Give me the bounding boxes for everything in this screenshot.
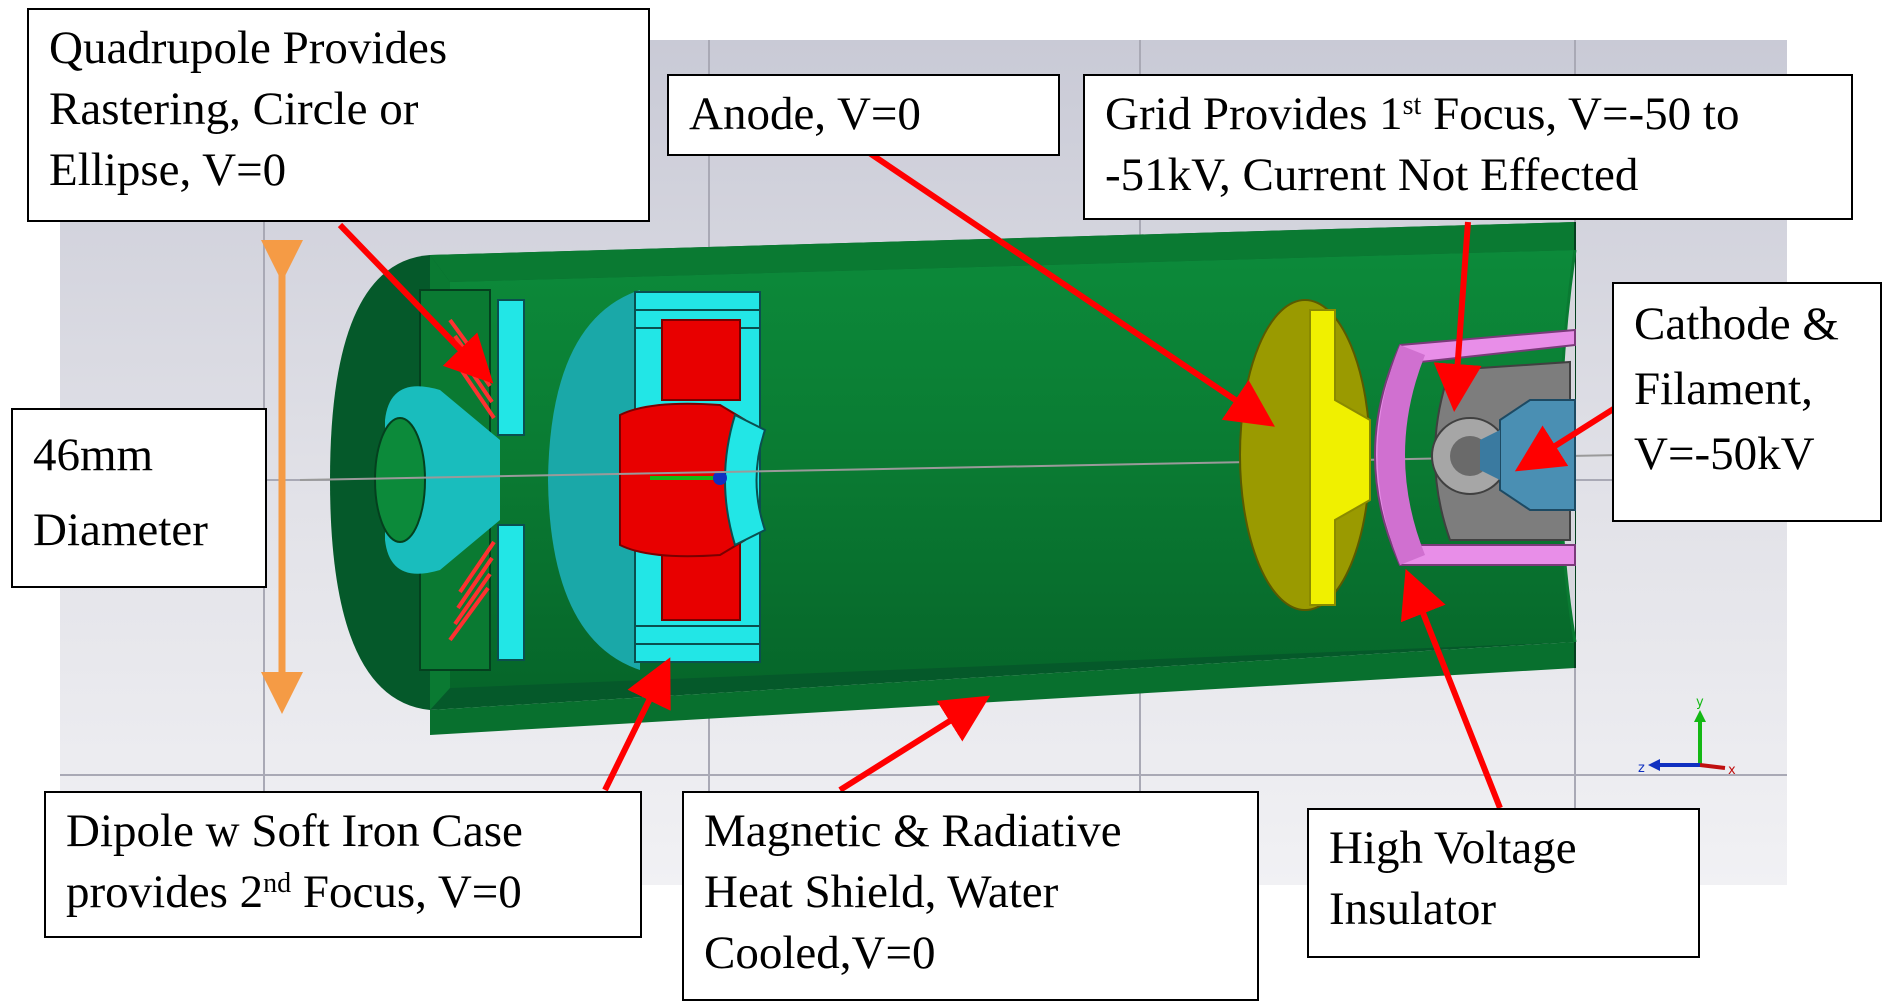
shield-arrow <box>838 695 991 793</box>
axis-y-label: y <box>1696 695 1704 710</box>
cathode-label-line3: V=-50kV <box>1634 427 1815 480</box>
dipole-assembly <box>548 290 767 670</box>
cathode-label-line2: Filament, <box>1634 362 1813 415</box>
grid-label: Grid Provides 1st Focus, V=-50 to -51kV,… <box>1083 74 1853 220</box>
insulator-label-line2: Insulator <box>1329 883 1497 936</box>
insulator-label-line1: High Voltage <box>1329 822 1577 874</box>
dipole-arrow <box>602 657 671 792</box>
anode-label-text: Anode, V=0 <box>689 88 921 140</box>
shield-label-line2: Heat Shield, Water <box>704 866 1059 919</box>
shield-label-line1: Magnetic & Radiative <box>704 805 1122 857</box>
grid-label-superscript: st <box>1402 90 1422 121</box>
axis-z-label: z <box>1638 761 1645 776</box>
hv-insulator <box>1374 328 1576 566</box>
axes-gizmo: y z x <box>1638 695 1736 778</box>
quadrupole-yoke <box>497 299 525 661</box>
dipole-label-line2: provides 2nd Focus, V=0 <box>66 862 620 923</box>
dipole-label-line1: Dipole w Soft Iron Case <box>66 805 523 857</box>
diameter-label-line1: 46mm <box>33 429 154 481</box>
diameter-label-line2: Diameter <box>33 504 208 557</box>
shield-label: Magnetic & Radiative Heat Shield, Water … <box>682 791 1259 1001</box>
dipole-label: Dipole w Soft Iron Case provides 2nd Foc… <box>44 791 642 938</box>
quadrupole-label-line2: Rastering, Circle or <box>49 83 419 136</box>
insulator-arrow <box>1400 568 1503 810</box>
callout-arrows <box>337 147 1617 810</box>
anode-disk <box>1239 299 1371 611</box>
grid-label-line1a: Grid Provides 1 <box>1105 88 1403 140</box>
dipole-label-superscript: nd <box>263 868 292 900</box>
cathode-label-line1: Cathode & <box>1634 298 1839 350</box>
cathode-arrow <box>1514 405 1617 472</box>
dipole-label-line2b: Focus, V=0 <box>291 866 522 919</box>
grid-label-line2: -51kV, Current Not Effected <box>1105 149 1639 202</box>
grid-arrow <box>1433 221 1482 412</box>
quadrupole-label: Quadrupole Provides Rastering, Circle or… <box>27 8 650 222</box>
dipole-label-line2a: provides 2 <box>66 866 264 919</box>
quadrupole-label-line3: Ellipse, V=0 <box>49 144 287 197</box>
anode-label: Anode, V=0 <box>667 74 1060 156</box>
cathode-label: Cathode & Filament, V=-50kV <box>1612 282 1882 522</box>
shield-label-line3: Cooled,V=0 <box>704 927 936 980</box>
axis-x-label: x <box>1728 763 1736 778</box>
grid-label-line1b: Focus, V=-50 to <box>1421 88 1740 140</box>
grid-label-line1: Grid Provides 1st Focus, V=-50 to <box>1105 84 1831 145</box>
diameter-label: 46mm Diameter <box>11 408 267 588</box>
insulator-label: High Voltage Insulator <box>1307 808 1700 958</box>
quadrupole-arrow <box>337 222 494 384</box>
anode-arrow <box>863 147 1275 427</box>
quadrupole-label-line1: Quadrupole Provides <box>49 22 448 74</box>
